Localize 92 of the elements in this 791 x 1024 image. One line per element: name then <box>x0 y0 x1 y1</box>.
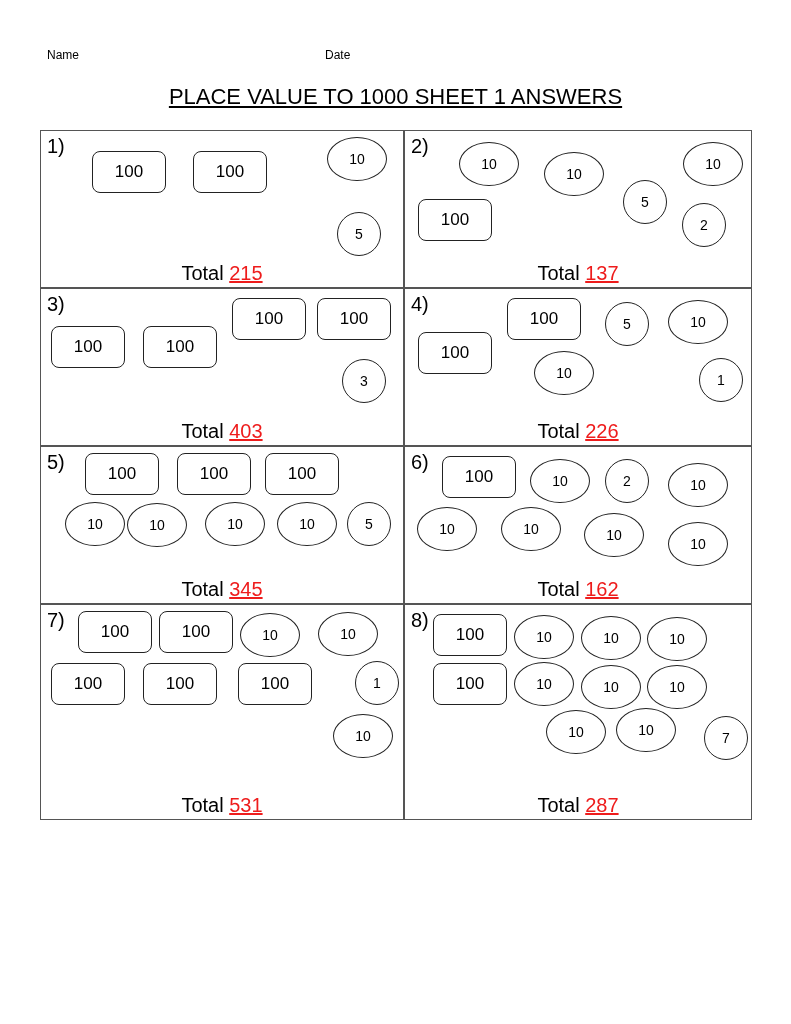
question-panel <box>404 130 752 288</box>
ten-circle: 10 <box>584 513 644 557</box>
hundred-block: 100 <box>433 663 507 705</box>
ten-circle: 10 <box>205 502 265 546</box>
answer-number: 215 <box>229 262 263 284</box>
hundred-block: 100 <box>51 663 125 705</box>
ten-circle: 10 <box>534 351 594 395</box>
total-label: Total <box>537 578 580 600</box>
ten-circle: 10 <box>514 662 574 706</box>
total-label: Total <box>537 794 580 816</box>
question-number: 2) <box>411 135 429 158</box>
hundred-block: 100 <box>177 453 251 495</box>
form-field-label: Name <box>47 48 79 62</box>
question-panel <box>404 288 752 446</box>
ten-circle: 10 <box>647 617 707 661</box>
ten-circle: 10 <box>581 616 641 660</box>
question-number: 3) <box>47 293 65 316</box>
question-number: 8) <box>411 609 429 632</box>
hundred-block: 100 <box>317 298 391 340</box>
ten-circle: 10 <box>546 710 606 754</box>
ten-circle: 10 <box>65 502 125 546</box>
ones-circle: 5 <box>605 302 649 346</box>
question-panel <box>40 288 404 446</box>
ones-circle: 2 <box>682 203 726 247</box>
ten-circle: 10 <box>277 502 337 546</box>
ten-circle: 10 <box>581 665 641 709</box>
answer-number: 345 <box>229 578 263 600</box>
ten-circle: 10 <box>668 522 728 566</box>
hundred-block: 100 <box>92 151 166 193</box>
question-panel <box>404 446 752 604</box>
hundred-block: 100 <box>85 453 159 495</box>
answer-number: 287 <box>585 794 619 816</box>
ten-circle: 10 <box>514 615 574 659</box>
question-panel <box>40 130 404 288</box>
hundred-block: 100 <box>265 453 339 495</box>
hundred-block: 100 <box>143 326 217 368</box>
answer-number: 531 <box>229 794 263 816</box>
hundred-block: 100 <box>238 663 312 705</box>
question-number: 7) <box>47 609 65 632</box>
ten-circle: 10 <box>459 142 519 186</box>
ones-circle: 3 <box>342 359 386 403</box>
ones-circle: 5 <box>347 502 391 546</box>
question-panel <box>404 604 752 820</box>
ten-circle: 10 <box>127 503 187 547</box>
hundred-block: 100 <box>193 151 267 193</box>
ten-circle: 10 <box>544 152 604 196</box>
ten-circle: 10 <box>683 142 743 186</box>
ones-circle: 1 <box>355 661 399 705</box>
ten-circle: 10 <box>668 300 728 344</box>
total-label: Total <box>537 262 580 284</box>
total-label: Total <box>181 578 224 600</box>
ones-circle: 1 <box>699 358 743 402</box>
question-panel <box>40 446 404 604</box>
hundred-block: 100 <box>78 611 152 653</box>
answer-number: 162 <box>585 578 619 600</box>
answer-number: 403 <box>229 420 263 442</box>
hundred-block: 100 <box>507 298 581 340</box>
ten-circle: 10 <box>417 507 477 551</box>
ones-circle: 5 <box>623 180 667 224</box>
answer-number: 137 <box>585 262 619 284</box>
ten-circle: 10 <box>530 459 590 503</box>
question-number: 1) <box>47 135 65 158</box>
ten-circle: 10 <box>240 613 300 657</box>
ten-circle: 10 <box>647 665 707 709</box>
hundred-block: 100 <box>232 298 306 340</box>
ten-circle: 10 <box>333 714 393 758</box>
total-label: Total <box>181 794 224 816</box>
ones-circle: 7 <box>704 716 748 760</box>
ten-circle: 10 <box>616 708 676 752</box>
question-number: 4) <box>411 293 429 316</box>
question-number: 6) <box>411 451 429 474</box>
hundred-block: 100 <box>418 332 492 374</box>
hundred-block: 100 <box>51 326 125 368</box>
hundred-block: 100 <box>159 611 233 653</box>
ones-circle: 5 <box>337 212 381 256</box>
hundred-block: 100 <box>433 614 507 656</box>
question-panel <box>40 604 404 820</box>
ten-circle: 10 <box>318 612 378 656</box>
hundred-block: 100 <box>418 199 492 241</box>
question-number: 5) <box>47 451 65 474</box>
total-label: Total <box>181 420 224 442</box>
hundred-block: 100 <box>143 663 217 705</box>
total-label: Total <box>181 262 224 284</box>
ten-circle: 10 <box>668 463 728 507</box>
ones-circle: 2 <box>605 459 649 503</box>
worksheet-title: PLACE VALUE TO 1000 SHEET 1 ANSWERS <box>167 84 624 110</box>
total-label: Total <box>537 420 580 442</box>
ten-circle: 10 <box>501 507 561 551</box>
hundred-block: 100 <box>442 456 516 498</box>
ten-circle: 10 <box>327 137 387 181</box>
form-field-label: Date <box>325 48 351 62</box>
answer-number: 226 <box>585 420 619 442</box>
